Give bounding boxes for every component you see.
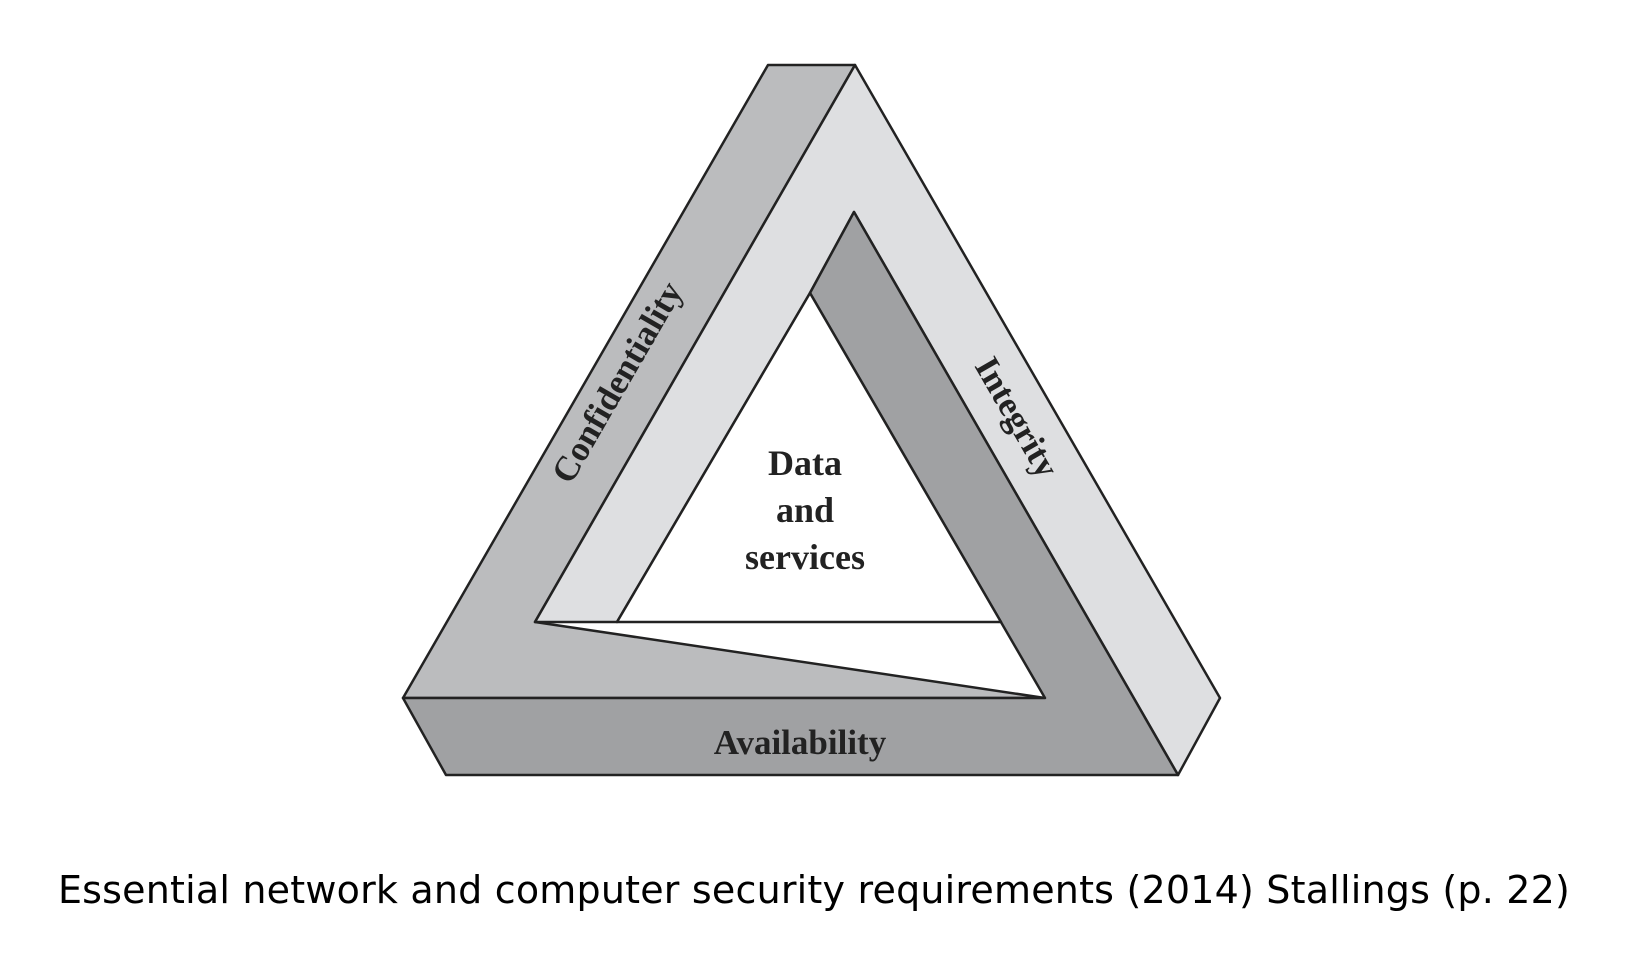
data-and-services-triangle xyxy=(615,291,1003,624)
center-label-line-3: services xyxy=(745,537,865,577)
impossible-triangle-diagram: Data and services Confidentiality Integr… xyxy=(401,63,1222,777)
confidentiality-bar xyxy=(401,63,1047,700)
figure-caption: Essential network and computer security … xyxy=(57,868,1571,912)
center-label-line-1: Data xyxy=(768,443,842,483)
availability-label: Availability xyxy=(714,723,887,762)
availability-bar xyxy=(401,210,1180,777)
cia-triad-figure: Data and services Confidentiality Integr… xyxy=(401,63,1222,777)
center-label-line-2: and xyxy=(776,490,834,530)
